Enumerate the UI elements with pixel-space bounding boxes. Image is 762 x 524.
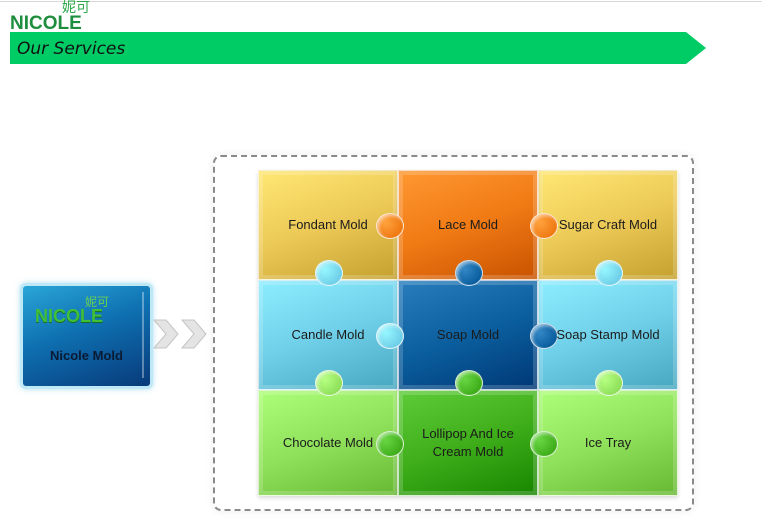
puzzle-knob <box>376 323 404 349</box>
puzzle-knob <box>530 323 558 349</box>
puzzle-knob <box>315 260 343 286</box>
chevron-right-icon <box>152 319 179 349</box>
service-piece: Chocolate Mold <box>258 390 398 496</box>
nicole-logo: 妮可 NICOLE <box>10 0 110 34</box>
source-label: Nicole Mold <box>50 348 123 363</box>
service-piece: Lace Mold <box>398 170 538 280</box>
puzzle-knob <box>376 213 404 239</box>
puzzle-knob <box>530 431 558 457</box>
logo-chinese-text: 妮可 <box>62 0 90 16</box>
banner-arrow-shape <box>10 32 706 64</box>
service-label: Lollipop And Ice Cream Mold <box>422 426 514 459</box>
logo-wordmark: NICOLE <box>10 13 82 34</box>
nicole-mold-source-box: 妮可 NICOLE Nicole Mold <box>23 286 150 386</box>
box-highlight <box>142 292 144 378</box>
source-logo-chinese: 妮可 <box>85 295 110 309</box>
service-label: Soap Stamp Mold <box>556 327 660 342</box>
top-divider <box>0 1 762 2</box>
puzzle-knob <box>455 370 483 396</box>
section-title: Our Services <box>17 39 126 59</box>
service-label: Chocolate Mold <box>282 435 374 450</box>
service-label: Candle Mold <box>291 327 365 342</box>
service-label: Soap Mold <box>436 327 500 342</box>
section-banner <box>10 32 706 64</box>
puzzle-knob <box>595 370 623 396</box>
source-logo-wordmark: NICOLE <box>35 306 104 326</box>
service-label: Sugar Craft Mold <box>558 217 658 232</box>
service-label: Ice Tray <box>584 435 632 450</box>
chevron-right-icon <box>180 319 207 349</box>
service-piece: Lollipop And Ice Cream Mold <box>398 390 538 496</box>
puzzle-knob <box>455 260 483 286</box>
puzzle-knob <box>530 213 558 239</box>
puzzle-knob <box>315 370 343 396</box>
service-label: Lace Mold <box>438 217 498 232</box>
service-label: Fondant Mold <box>288 217 368 232</box>
service-piece: Soap Mold <box>398 280 538 390</box>
puzzle-knob <box>376 431 404 457</box>
service-piece: Ice Tray <box>538 390 678 496</box>
puzzle-knob <box>595 260 623 286</box>
